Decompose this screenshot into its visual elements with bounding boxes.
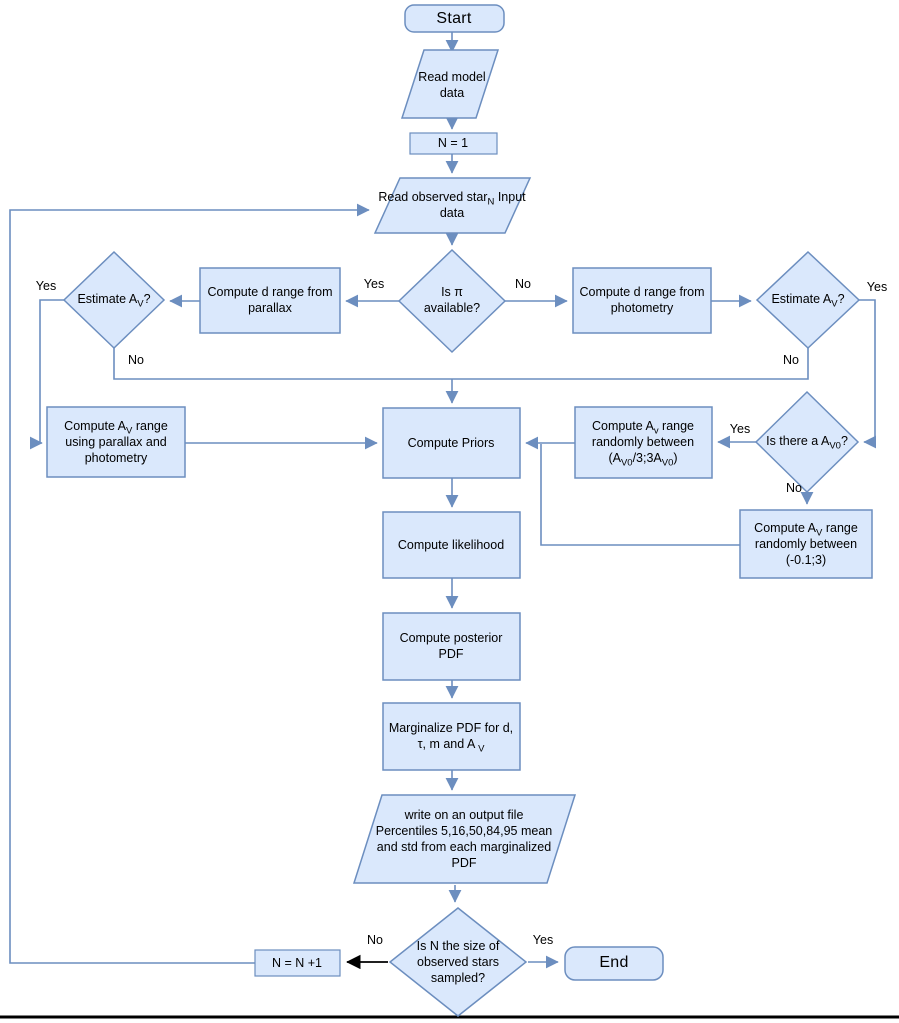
n-init-label: N = 1 [437, 136, 469, 150]
edge-avrand-priors [540, 444, 740, 546]
compute-likelihood-box [382, 511, 521, 579]
start-node-shape [404, 4, 505, 33]
d-range-parallax-box [199, 267, 341, 334]
compute-posterior-label: Compute posterior PDF [399, 631, 503, 661]
read-model-parallelogram [400, 49, 500, 119]
output-label: write on an output file Percentiles 5,16… [375, 808, 553, 870]
n-increment-box [254, 949, 341, 977]
edge-label-n-yes: Yes [532, 933, 554, 947]
n-increment-label: N = N +1 [271, 956, 323, 970]
read-model-label: Read model data [418, 70, 486, 100]
n-size-diamond [388, 907, 528, 1017]
edge-estleft-yes-avrange [30, 299, 64, 450]
av-range-random-box [739, 509, 873, 579]
edge-nplus-feedback-readobs [9, 203, 370, 964]
av-range-random-label: Compute AV range randomly between (-0.1;… [754, 521, 858, 567]
edge-label-right-est-yes: Yes [866, 280, 888, 294]
d-range-photometry-box [572, 267, 712, 334]
edge-label-av0-yes: Yes [729, 422, 751, 436]
compute-priors-label: Compute Priors [407, 436, 495, 450]
compute-posterior-box [382, 612, 521, 681]
av-range-parallax-phot-box [46, 406, 186, 478]
estimate-av-right-label: Estimate AV? [771, 292, 845, 310]
n-init-box [409, 132, 498, 155]
marginalize-label: Marginalize PDF for d, τ, m and A V [388, 721, 514, 755]
start-label: Start [436, 9, 472, 27]
end-node-shape [564, 946, 664, 981]
end-label: End [599, 953, 629, 971]
av-range-av0-box [574, 406, 713, 479]
av0-question-label: Is there a AV0? [766, 434, 848, 452]
edge-label-pi-yes: Yes [363, 277, 385, 291]
av-range-av0-label: Compute Av range randomly between (AV0/3… [591, 419, 695, 469]
estimate-av-left-diamond [62, 250, 166, 350]
edge-label-left-est-yes: Yes [35, 279, 57, 293]
read-observed-label: Read observed starN Input data [378, 190, 526, 220]
av-range-parallax-phot-label: Compute AV range using parallax and phot… [64, 419, 168, 465]
n-size-question-label: Is N the size of observed stars sampled? [416, 939, 500, 985]
edge-estright-yes-av0 [859, 299, 876, 449]
pi-available-diamond [397, 248, 507, 354]
marginalize-box [382, 702, 521, 771]
compute-likelihood-label: Compute likelihood [397, 538, 505, 552]
edge-no-merge-line [113, 348, 809, 380]
edge-label-pi-no: No [515, 277, 531, 291]
av0-question-diamond [754, 390, 860, 494]
output-parallelogram [352, 794, 577, 884]
edge-label-left-est-no: No [128, 353, 144, 367]
estimate-av-right-diamond [755, 250, 861, 350]
pi-available-label: Is π available? [423, 285, 481, 315]
d-range-photometry-label: Compute d range from photometry [579, 285, 705, 315]
edge-label-right-est-no: No [783, 353, 799, 367]
read-observed-parallelogram [373, 177, 532, 234]
d-range-parallax-label: Compute d range from parallax [207, 285, 333, 315]
compute-priors-box [382, 407, 521, 479]
edge-label-av0-no: No [786, 481, 802, 495]
estimate-av-left-label: Estimate AV? [77, 292, 151, 310]
edge-label-n-no: No [367, 933, 383, 947]
